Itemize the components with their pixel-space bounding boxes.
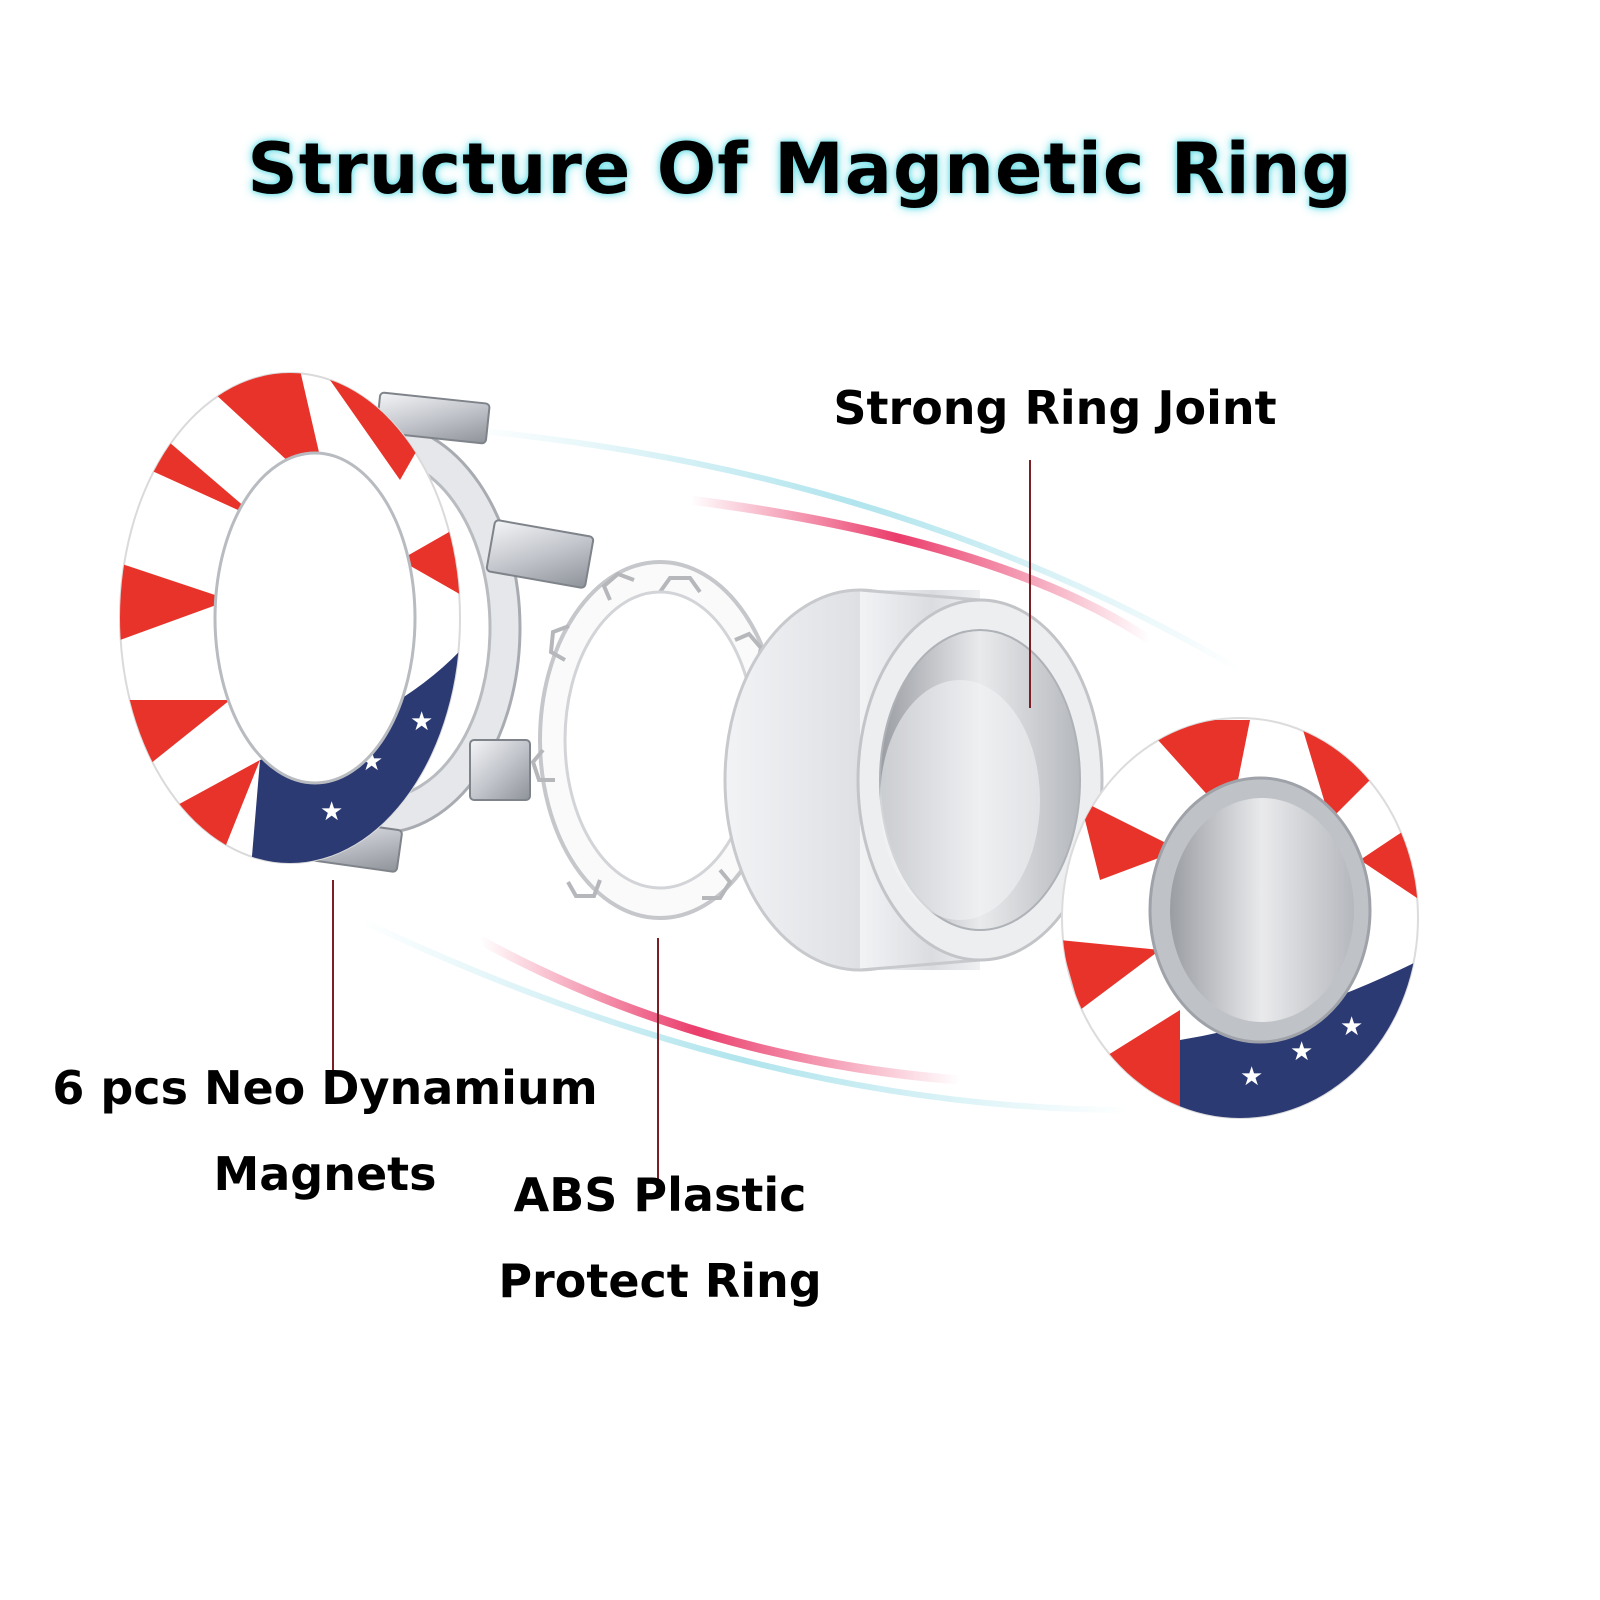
flag-ring-right: ★ ★ ★ xyxy=(1061,717,1419,1119)
label-text-line1: ABS Plastic xyxy=(513,1168,807,1222)
page-title: Structure Of Magnetic Ring xyxy=(247,128,1353,210)
label-text-line2: Protect Ring xyxy=(498,1254,822,1308)
flag-ring-left: ★ ★ ★ xyxy=(119,372,461,864)
svg-text:★: ★ xyxy=(1240,1062,1263,1092)
svg-text:★: ★ xyxy=(410,707,433,737)
svg-text:★: ★ xyxy=(1290,1037,1313,1067)
leader-lines xyxy=(332,460,1031,1182)
label-text-line1: 6 pcs Neo Dynamium xyxy=(52,1061,598,1115)
label-text-line2: Magnets xyxy=(213,1147,437,1201)
label-strong-ring-joint: Strong Ring Joint xyxy=(820,365,1290,451)
svg-text:★: ★ xyxy=(1340,1012,1363,1042)
label-neo-magnets: 6 pcs Neo Dynamium Magnets xyxy=(20,1045,630,1217)
label-text: Strong Ring Joint xyxy=(833,381,1277,435)
magnetic-ring-assembly: ★ ★ ★ xyxy=(119,372,595,873)
label-abs-protect-ring: ABS Plastic Protect Ring xyxy=(470,1152,850,1324)
strong-ring-joint xyxy=(723,588,1104,972)
svg-text:★: ★ xyxy=(320,797,343,827)
